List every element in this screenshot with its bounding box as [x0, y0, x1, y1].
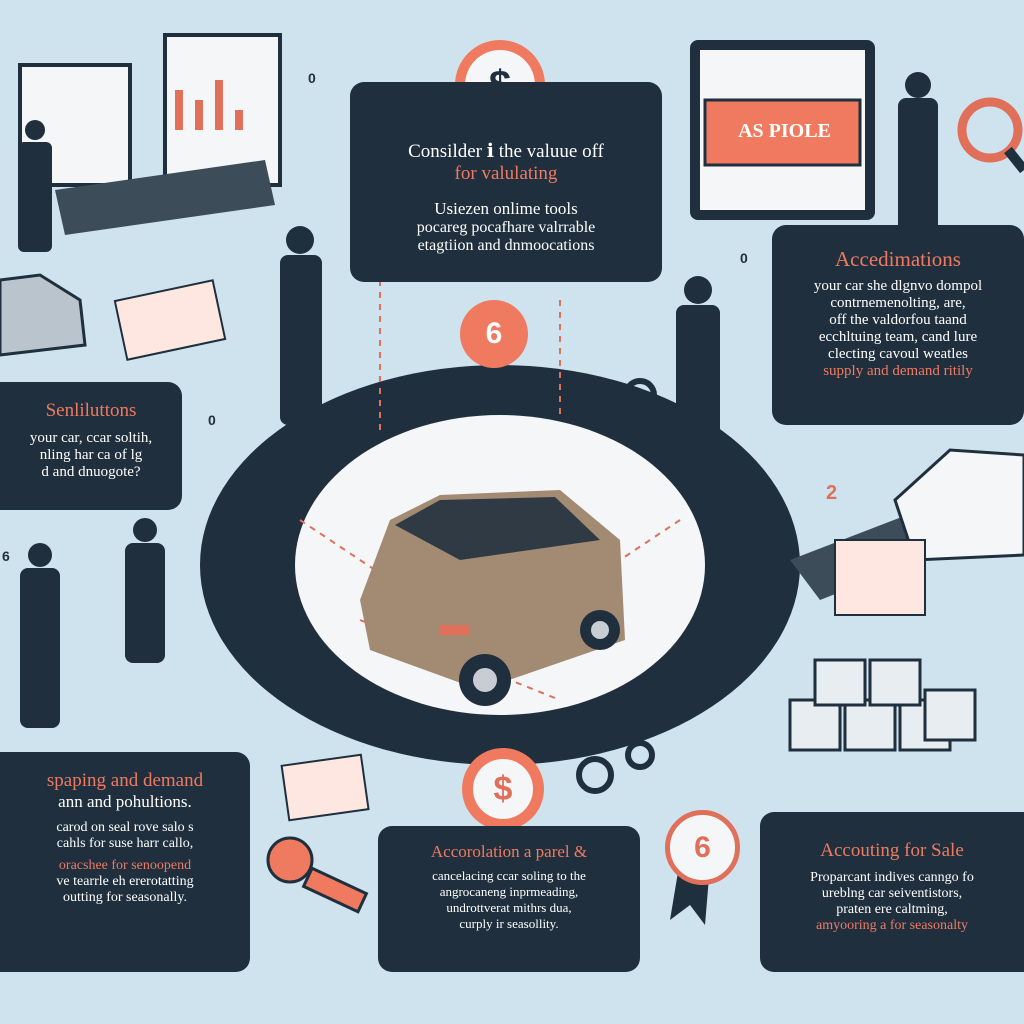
table-and-white-car: [790, 448, 1024, 616]
panel-body-1: Usiezen onlime tools: [434, 199, 578, 218]
panel-heading: Accorolation a parel &: [430, 842, 588, 861]
number-badge: 0: [208, 412, 216, 428]
number-badge: 0: [740, 250, 748, 266]
number-badge: 2: [826, 482, 838, 504]
panel-left-mid: Senliluttons your car, ccar soltih, nlin…: [0, 382, 182, 510]
panel-line: your car she dlgnvo dompol: [813, 278, 983, 294]
panel-bottom-right: Accouting for Sale Proparcant indives ca…: [760, 812, 1024, 972]
number-badge: 6: [240, 640, 248, 656]
six-coin-mid: 6: [460, 300, 528, 368]
monitor-illustration: [690, 40, 1024, 220]
business-people: [18, 72, 938, 728]
dollar-coin-bottom: $: [462, 748, 544, 830]
number-badge: 6: [2, 548, 10, 564]
number-badge: 0: [308, 70, 316, 86]
panel-body-2: pocareg pocafhare valrrable: [416, 219, 596, 236]
panel-heading-2: for valulating: [454, 163, 558, 184]
panel-line: d and dnuogote?: [41, 464, 141, 480]
panel-line: clecting cavoul weatles: [828, 346, 968, 362]
panel-line: ecchltuing team, cand lure: [818, 329, 978, 345]
panel-bottom-center: Accorolation a parel & cancelacing ccar …: [378, 826, 640, 972]
panel-right-top: Accedimations your car she dlgnvo dompol…: [772, 225, 1024, 425]
panel-top-center: Consilder ℹ the valuue off for valulatin…: [350, 82, 662, 282]
panel-line: cancelacing ccar soling to the: [432, 868, 586, 883]
panel-heading-1: spaping and demand: [46, 770, 204, 791]
panel-line: off the valdorfou taand: [829, 312, 967, 328]
panel-line: Proparcant indives canngo fo: [810, 870, 974, 885]
panel-line: your car, ccar soltih,: [29, 430, 153, 446]
panel-line-accent: supply and demand ritily: [823, 363, 973, 379]
panel-line-accent: oracshee for senoopend: [58, 858, 192, 873]
panel-line: outting for seasonally.: [63, 890, 187, 905]
panel-line: undrottverat mithrs dua,: [446, 900, 572, 915]
panel-heading: Accouting for Sale: [820, 840, 964, 861]
panel-line-accent: amyooring a for seasonalty: [815, 918, 968, 933]
panel-bottom-left: spaping and demand ann and pohultions. c…: [0, 752, 250, 972]
panel-heading-2: ann and pohultions.: [58, 792, 192, 811]
car-illustration: [360, 490, 625, 706]
panel-line: cahls for suse harr callo,: [56, 836, 194, 851]
panel-heading-1: Consilder ℹ the valuue off: [408, 141, 604, 162]
monitor-label: AS PIOLE: [738, 120, 831, 142]
panel-body-3: etagtiion and dnmoocations: [417, 237, 595, 254]
dollar-sign-icon-bottom: $: [473, 759, 533, 819]
panel-line: contrnemenolting, are,: [830, 295, 966, 311]
panel-line: ureblng car seiventistors,: [821, 886, 963, 901]
panel-heading: Accedimations: [835, 247, 961, 271]
panel-heading: Senliluttons: [45, 400, 137, 421]
panel-line: angrocaneng inprmeading,: [439, 884, 579, 899]
laptop-illustration: [18, 33, 282, 235]
panel-line: praten ere caltming,: [836, 902, 948, 917]
stacked-boxes: [788, 658, 977, 752]
panel-line: nling har ca of lg: [39, 447, 143, 463]
panel-line: carod on seal rove salo s: [56, 820, 194, 835]
six-medal: 6: [665, 810, 740, 885]
panel-line: ve tearrle eh ererotatting: [56, 874, 194, 889]
panel-line: curply ir seasollity.: [459, 916, 559, 931]
